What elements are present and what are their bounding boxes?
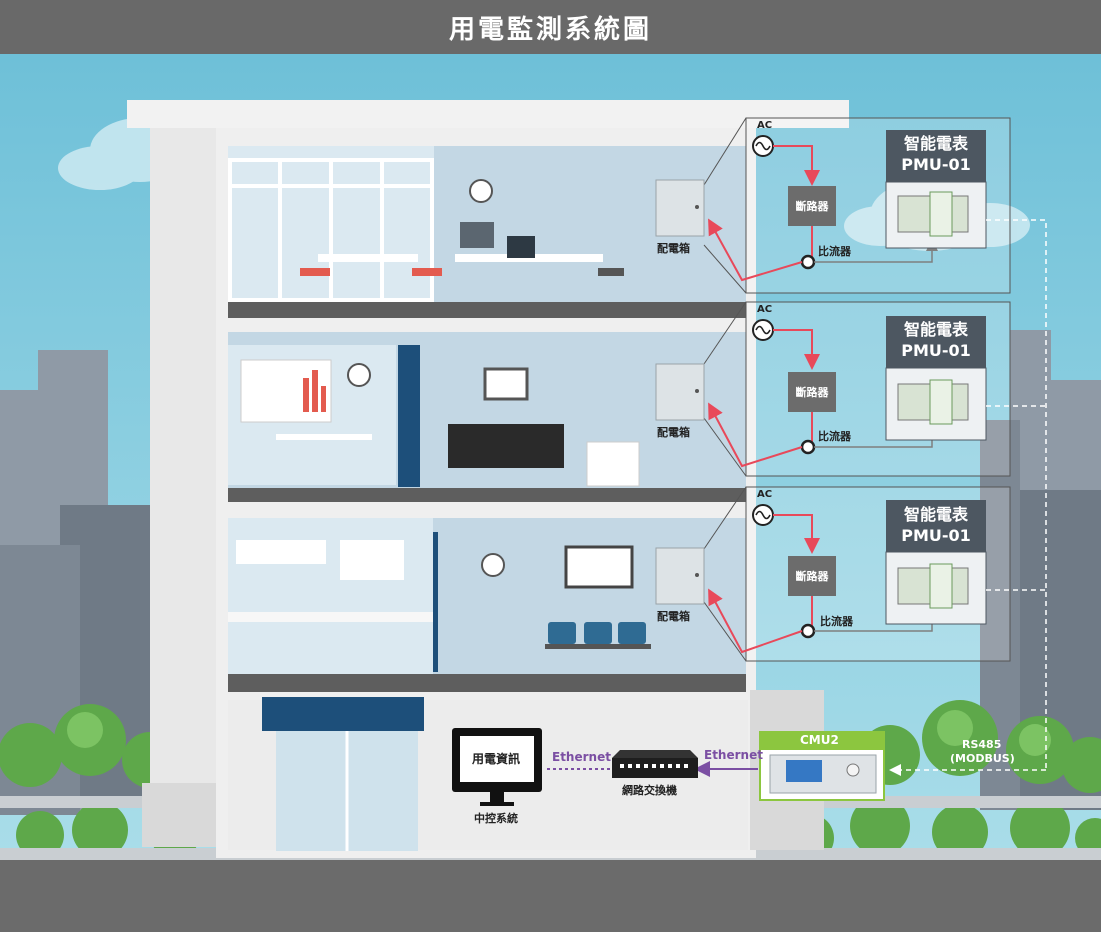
office-desks [300, 179, 624, 276]
tree-highlights [67, 710, 1051, 756]
cmu-device-icon [769, 754, 877, 794]
ac-label-floor2: AC [757, 304, 773, 315]
ct-label-floor2: 比流器 [818, 430, 851, 443]
meter-title-floor1: 智能電表 PMU-01 [886, 133, 986, 175]
panel-label-floor1: 配電箱 [657, 242, 690, 255]
modbus-label: (MODBUS) [950, 752, 1015, 765]
breaker-floor3: 斷路器 [788, 556, 836, 596]
meter-title-floor3: 智能電表 PMU-01 [886, 504, 986, 546]
meter-name-floor2: 智能電表 [903, 320, 968, 339]
ac-label-floor3: AC [757, 489, 773, 500]
current-transformer-icon [800, 623, 816, 639]
meter-model-floor2: PMU-01 [901, 341, 971, 360]
monitor-screen-label: 用電資訊 [472, 752, 521, 766]
meter-name-floor1: 智能電表 [903, 134, 968, 153]
monitor-icon [452, 728, 542, 806]
current-transformer-icon [800, 254, 816, 270]
central-system-label: 中控系統 [474, 812, 518, 825]
ethernet-label-right: Ethernet [704, 748, 763, 762]
ethernet-label-left: Ethernet [552, 750, 611, 764]
rs485-label: RS485 [962, 738, 1002, 751]
ac-label-floor1: AC [757, 120, 773, 131]
meter-model-floor3: PMU-01 [901, 526, 971, 545]
lobby [228, 532, 651, 672]
ct-label-floor3: 比流器 [820, 615, 853, 628]
breaker-floor1: 斷路器 [788, 186, 836, 226]
wall-clock-icon [469, 179, 493, 203]
ct-label-floor1: 比流器 [818, 245, 851, 258]
meter-model-floor1: PMU-01 [901, 155, 971, 174]
diagram-title: 用電監測系統圖 [0, 0, 1101, 54]
meeting-room [240, 359, 640, 487]
panel-label-floor2: 配電箱 [657, 426, 690, 439]
rs485-bus [889, 219, 1047, 776]
sofa [448, 424, 564, 468]
switch-label: 網路交換機 [622, 784, 677, 797]
cmu-device [759, 731, 885, 801]
breaker-floor2: 斷路器 [788, 372, 836, 412]
meter-title-floor2: 智能電表 PMU-01 [886, 319, 986, 361]
network-switch-icon [612, 750, 698, 778]
wall-clock-icon [347, 363, 371, 387]
panel-label-floor3: 配電箱 [657, 610, 690, 623]
meter-name-floor3: 智能電表 [903, 505, 968, 524]
current-transformer-icon [800, 439, 816, 455]
floor-1-panel [655, 117, 1011, 294]
cmu-label: CMU2 [800, 733, 839, 747]
wall-clock-icon [481, 553, 505, 577]
